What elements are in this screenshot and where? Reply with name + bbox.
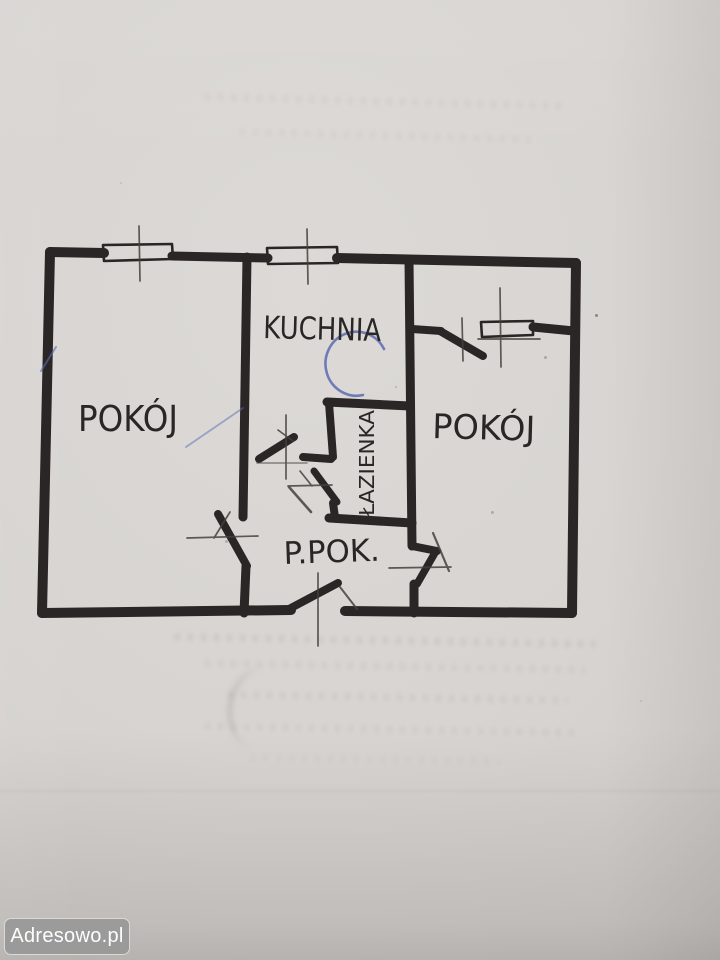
room-label-hall: P.POK. <box>283 533 380 572</box>
room-label-left: POKÓJ <box>78 398 178 440</box>
left-room-door-leaf <box>214 510 251 570</box>
kitchen-door-tick <box>277 429 294 442</box>
paper-speck <box>225 540 228 543</box>
paper-speck <box>491 511 494 514</box>
wall-top-mid-segment <box>167 251 273 263</box>
wall-left-room-divider-lower <box>239 561 251 618</box>
wall-top-left-segment <box>45 247 109 258</box>
room-label-bathroom: ŁAZIENKA <box>355 410 379 517</box>
paper-speck <box>544 356 547 359</box>
loggia-door-axis-line <box>461 317 464 362</box>
window-kitchen-axis-line <box>306 228 309 285</box>
entrance-door-swing-line <box>339 586 358 610</box>
bathroom-door-stub <box>299 453 335 463</box>
loggia-door-leaf <box>436 327 487 360</box>
window-left-room <box>101 242 175 263</box>
left-room-door-sill-line <box>186 535 259 539</box>
room-label-kitchen: KUCHNIA <box>263 310 382 349</box>
window-loggia-axis-line <box>499 287 502 368</box>
blue-pen-tick-left-wall <box>40 346 57 372</box>
wall-bottom-right-segment <box>340 606 577 618</box>
bathroom-wall-top <box>322 397 415 411</box>
paper-crease-line <box>0 790 720 792</box>
room-labels: POKÓJ KUCHNIA POKÓJ P.POK. ŁAZIENKA <box>78 310 536 572</box>
left-room-door-tick <box>213 511 231 539</box>
watermark-badge: Adresowo.pl <box>4 918 130 955</box>
paper-speck <box>395 386 397 388</box>
window-left-axis-line <box>138 225 141 282</box>
wall-left <box>37 247 55 618</box>
wall-left-room-divider-upper <box>238 252 252 522</box>
wall-bottom-left-segment <box>37 605 296 618</box>
kitchen-door-leaf <box>255 433 298 463</box>
window-kitchen <box>265 245 340 266</box>
wall-top-right-segment <box>332 253 581 268</box>
wall-right <box>567 258 581 618</box>
bathroom-door-swing-line <box>287 485 313 514</box>
window-loggia <box>479 319 535 339</box>
bathroom-door-tick <box>299 470 313 487</box>
blue-pen-oval-mark <box>324 330 386 397</box>
blue-pen-marks <box>40 330 386 448</box>
bathroom-door-sill-line <box>287 484 333 487</box>
bathroom-door-leaf <box>310 467 341 506</box>
entrance-door-leaf <box>285 579 342 613</box>
construction-lines <box>138 225 541 647</box>
watermark-label: Adresowo.pl <box>10 925 124 947</box>
bathroom-wall-bottom <box>324 513 417 528</box>
right-room-door-sill-line <box>388 566 452 569</box>
windows <box>101 242 535 339</box>
wall-loggia-right-segment <box>528 322 579 336</box>
right-room-door-swing-line <box>431 531 451 573</box>
blue-pen-stroke-hall <box>185 407 244 448</box>
room-label-right: POKÓJ <box>432 406 536 450</box>
paper-speck <box>640 700 642 702</box>
paper-speck <box>120 182 122 184</box>
walls <box>37 247 581 618</box>
bathroom-wall-left-upper <box>325 399 337 461</box>
paper-speck <box>595 314 598 317</box>
